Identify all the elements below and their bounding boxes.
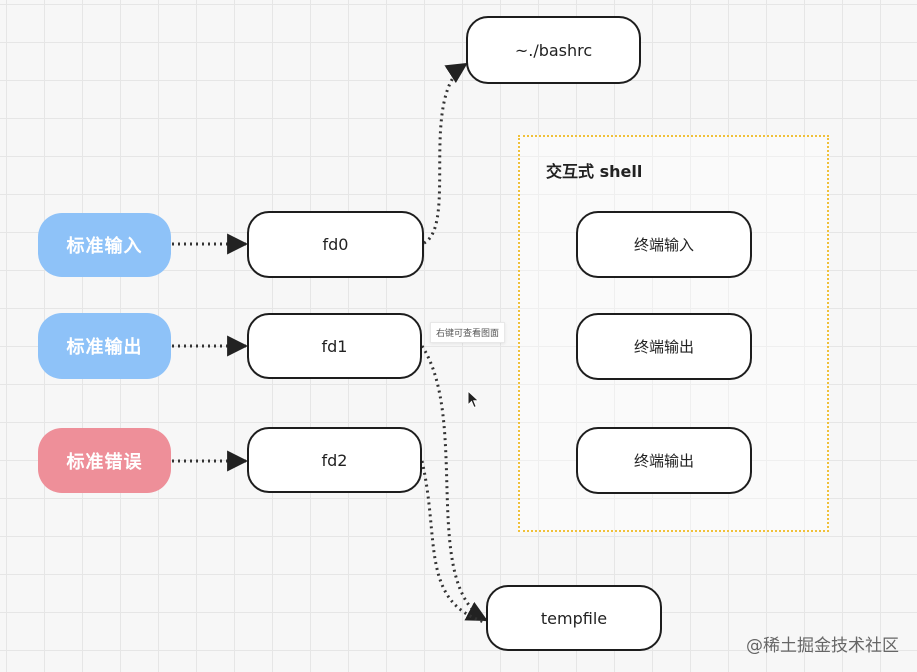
terminal-output-node[interactable]: 终端输出 (576, 313, 752, 380)
stdout-node[interactable]: 标准输出 (38, 313, 171, 379)
fd0-node[interactable]: fd0 (247, 211, 424, 278)
mouse-cursor-icon (467, 390, 480, 409)
interactive-shell-title: 交互式 shell (546, 162, 643, 181)
stdin-node[interactable]: 标准输入 (38, 213, 171, 277)
fd2-node[interactable]: fd2 (247, 427, 422, 493)
bashrc-node[interactable]: ~./bashrc (466, 16, 641, 84)
terminal-output-node[interactable]: 终端输出 (576, 427, 752, 494)
arrow-fd2-tempfile (420, 460, 485, 624)
arrow-fd1-tempfile (420, 345, 488, 622)
fd1-node[interactable]: fd1 (247, 313, 422, 379)
terminal-input-node[interactable]: 终端输入 (576, 211, 752, 278)
tempfile-node[interactable]: tempfile (486, 585, 662, 651)
context-tooltip: 右键可查看图面 (430, 322, 506, 343)
stderr-node[interactable]: 标准错误 (38, 428, 171, 493)
arrow-fd0-bashrc (423, 62, 468, 245)
watermark: @稀土掘金技术社区 (746, 636, 899, 656)
